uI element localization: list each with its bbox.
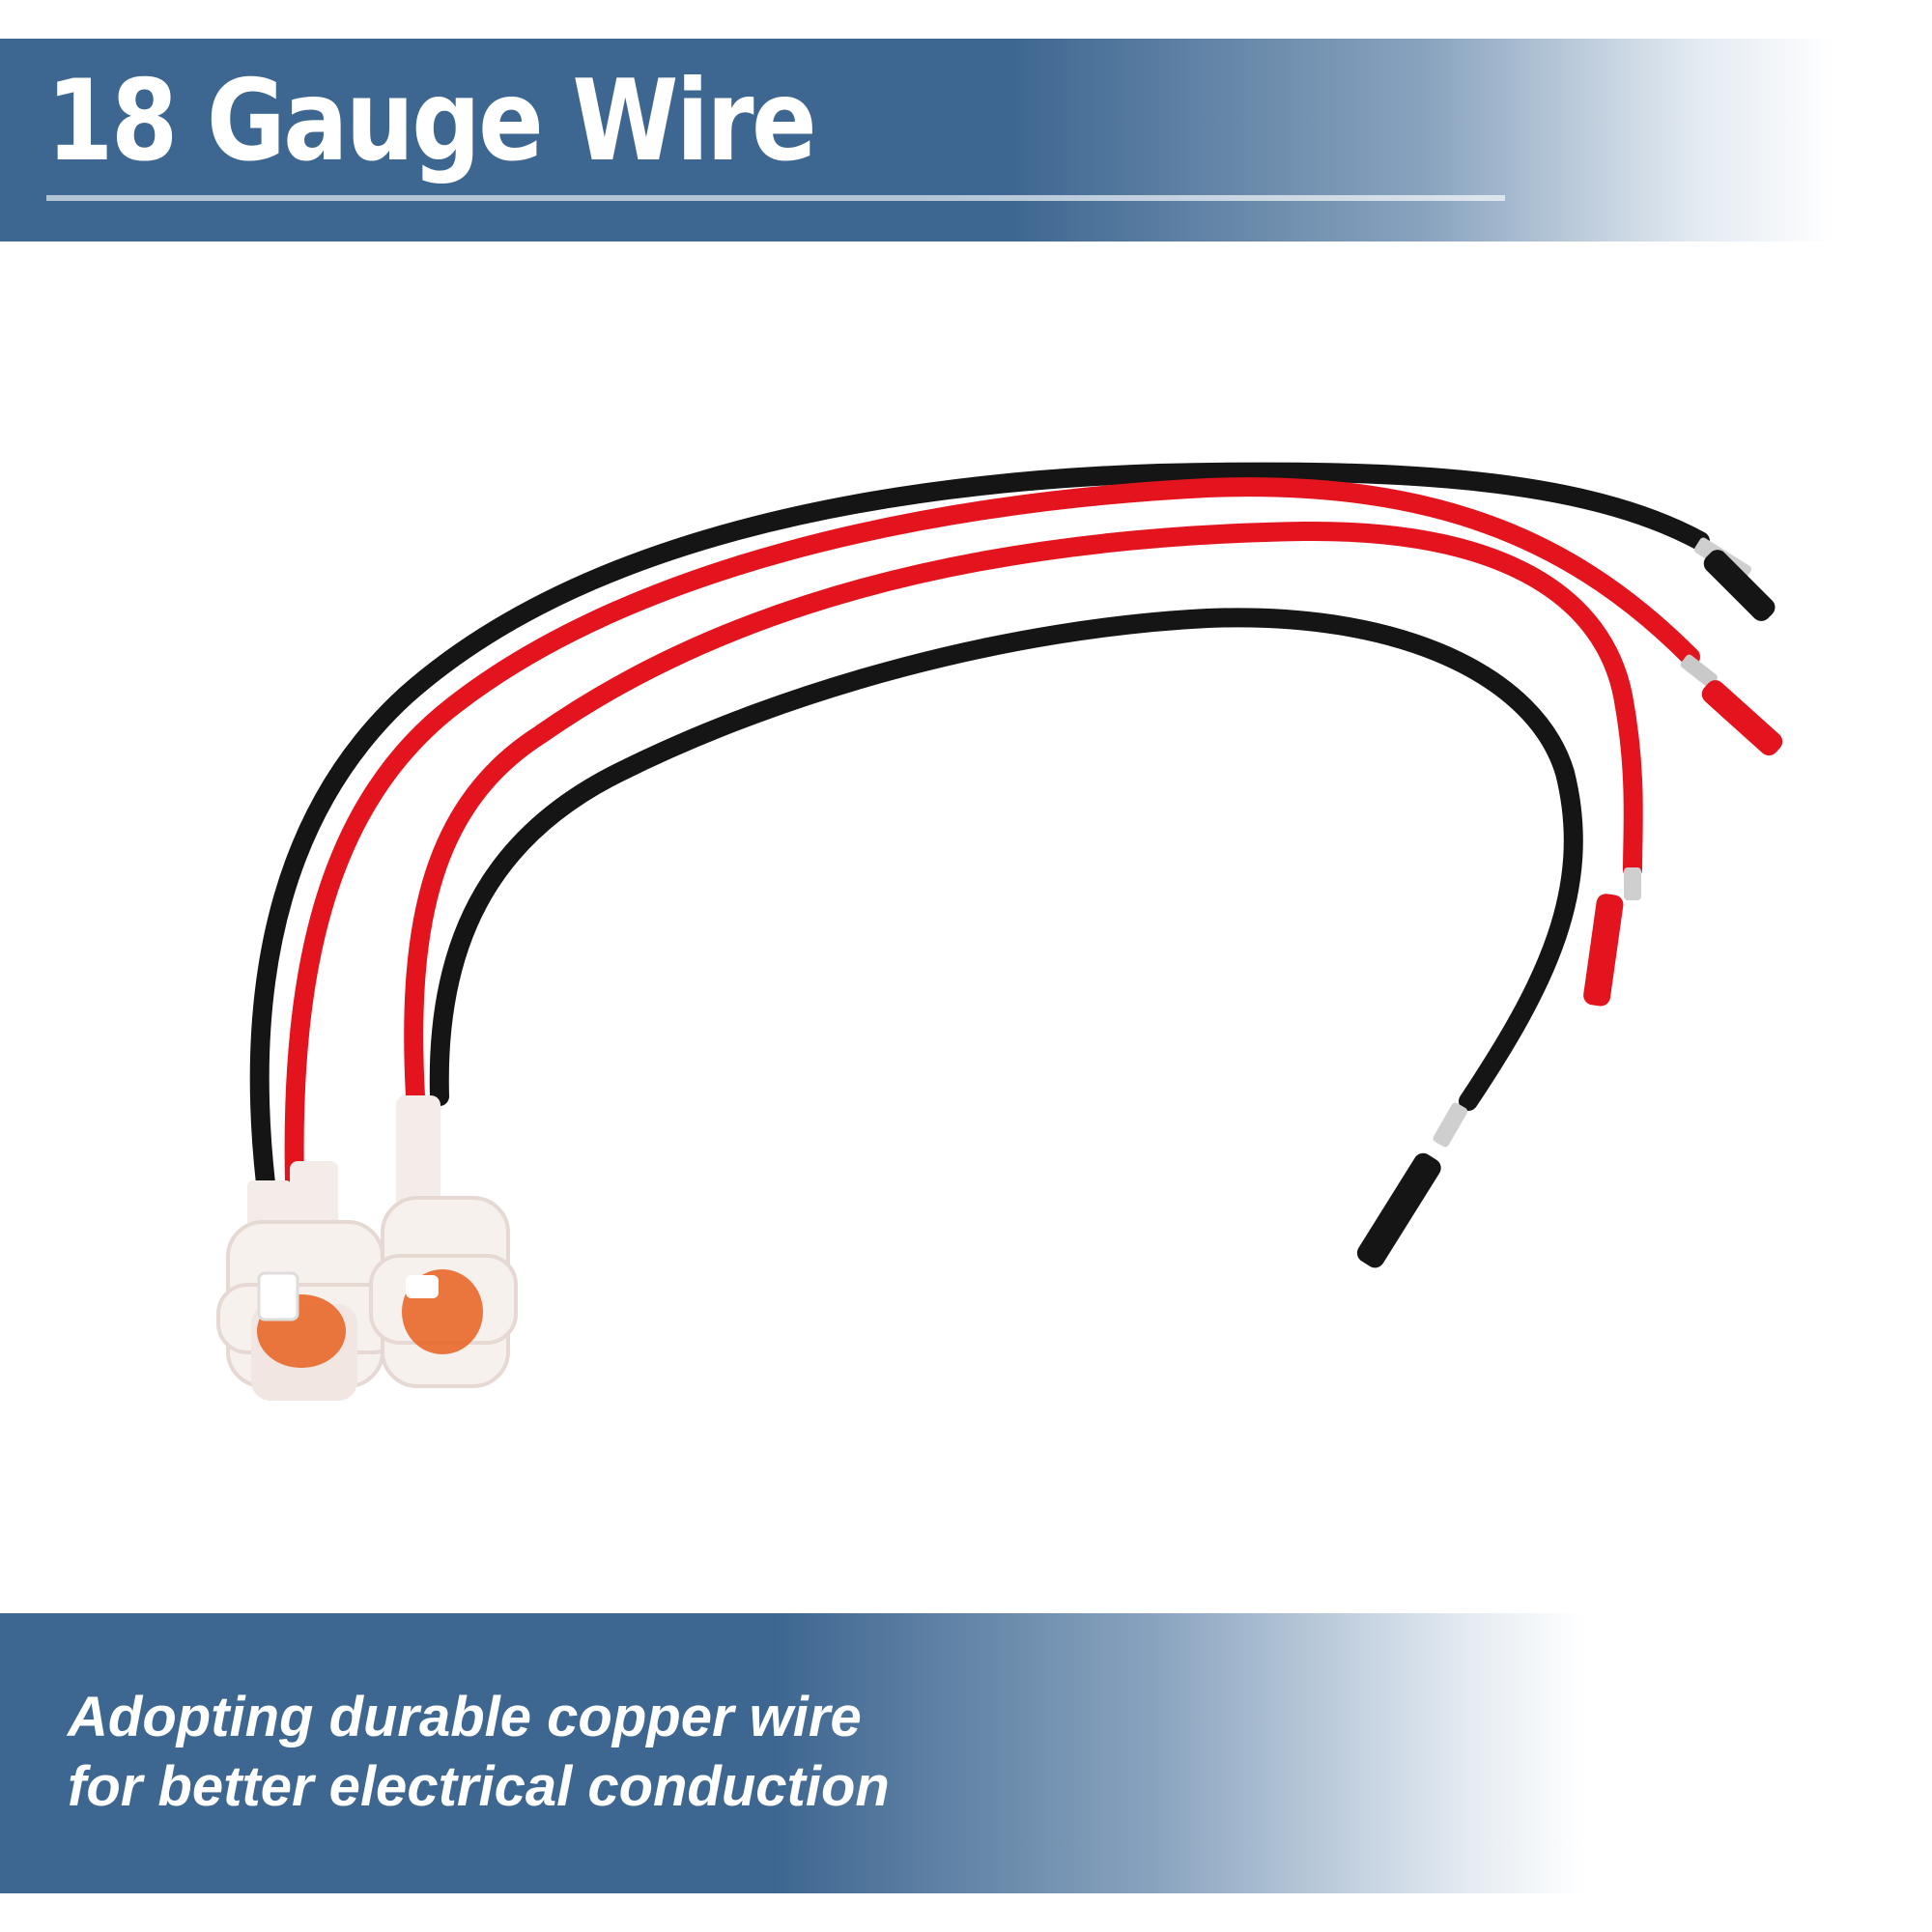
wire-harness-image <box>216 462 1783 1401</box>
black-wire-inner-tip <box>1433 1102 1468 1148</box>
red-wire-outer-sleeve <box>1701 680 1783 756</box>
black-wire-inner-sleeve <box>1356 1152 1441 1268</box>
black-wire-outer-sleeve <box>1703 550 1776 621</box>
caption-line-2: for better electrical conduction <box>68 1755 890 1818</box>
connector-left <box>216 1161 404 1401</box>
caption-line-1: Adopting durable copper wire <box>68 1686 862 1748</box>
black-wire-outer <box>249 462 1710 1193</box>
title-banner: 18 Gauge Wire <box>0 39 1932 242</box>
connector-right <box>369 1095 518 1388</box>
title-underline <box>46 195 1505 201</box>
feature-caption: Adopting durable copper wire for better … <box>68 1683 890 1822</box>
black-wire-inner <box>429 608 1583 1111</box>
product-photo <box>0 242 1932 1613</box>
red-wire-inner <box>404 521 1643 1106</box>
red-wire-inner-sleeve <box>1583 894 1624 1007</box>
red-wire-outer <box>284 477 1700 1193</box>
page-title: 18 Gauge Wire <box>46 56 817 186</box>
red-wire-outer-tip <box>1680 654 1718 688</box>
red-wire-inner-tip <box>1624 867 1641 900</box>
caption-banner: Adopting durable copper wire for better … <box>0 1613 1932 1893</box>
